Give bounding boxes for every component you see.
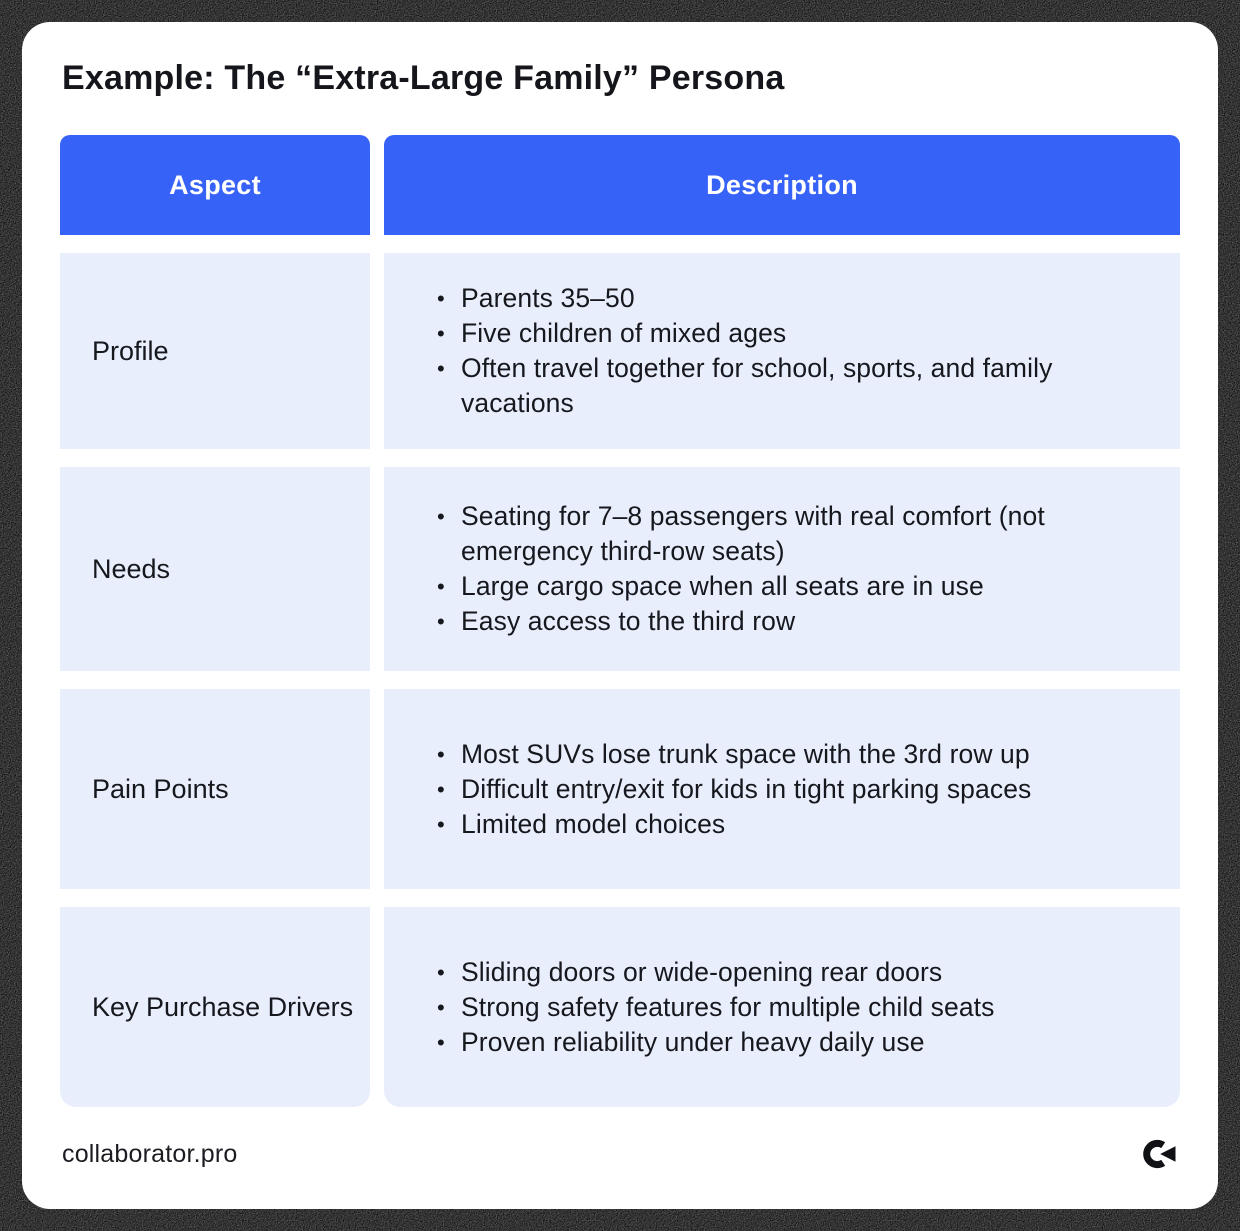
- bullet-item: • Seating for 7–8 passengers with real c…: [437, 499, 1138, 569]
- bullet-dot-icon: •: [437, 504, 445, 529]
- bullet-text: Parents 35–50: [461, 283, 635, 313]
- bullet-dot-icon: •: [437, 959, 445, 985]
- description-cell-needs: • Seating for 7–8 passengers with real c…: [384, 467, 1180, 671]
- description-cell-profile: • Parents 35–50 • Five children of mixed…: [384, 253, 1180, 449]
- bullet-dot-icon: •: [437, 286, 445, 311]
- content-card: Example: The “Extra-Large Family” Person…: [22, 22, 1218, 1209]
- bullet-item: • Strong safety features for multiple ch…: [437, 990, 1138, 1025]
- bullet-dot-icon: •: [437, 356, 445, 381]
- bullet-text: Often travel together for school, sports…: [461, 353, 1053, 418]
- bullet-text: Difficult entry/exit for kids in tight p…: [461, 773, 1032, 804]
- site-name: collaborator.pro: [62, 1139, 238, 1168]
- bullet-dot-icon: •: [437, 574, 445, 599]
- aspect-cell-pain-points: Pain Points: [60, 689, 370, 889]
- aspect-cell-key-purchase-drivers: Key Purchase Drivers: [60, 907, 370, 1107]
- bullet-item: • Large cargo space when all seats are i…: [437, 569, 1138, 604]
- aspect-cell-needs: Needs: [60, 467, 370, 671]
- bullet-dot-icon: •: [437, 1029, 445, 1055]
- persona-table: Aspect Description Profile • Parents 35–…: [60, 135, 1180, 1107]
- bullet-item: • Difficult entry/exit for kids in tight…: [437, 772, 1138, 807]
- bullet-text: Seating for 7–8 passengers with real com…: [461, 501, 1045, 566]
- page-title: Example: The “Extra-Large Family” Person…: [62, 59, 785, 97]
- footer: collaborator.pro: [60, 1136, 1180, 1172]
- bullet-item: • Proven reliability under heavy daily u…: [437, 1025, 1138, 1060]
- bullet-dot-icon: •: [437, 609, 445, 634]
- bullet-text: Five children of mixed ages: [461, 318, 787, 348]
- bullet-text: Strong safety features for multiple chil…: [461, 991, 995, 1022]
- bullet-dot-icon: •: [437, 811, 445, 837]
- bullet-dot-icon: •: [437, 994, 445, 1020]
- column-header-aspect: Aspect: [60, 135, 370, 235]
- bullet-text: Sliding doors or wide-opening rear doors: [461, 956, 943, 987]
- bullet-text: Large cargo space when all seats are in …: [461, 571, 984, 601]
- description-cell-pain-points: • Most SUVs lose trunk space with the 3r…: [384, 689, 1180, 889]
- column-header-description: Description: [384, 135, 1180, 235]
- bullet-dot-icon: •: [437, 776, 445, 802]
- collaborator-logo-icon: [1143, 1139, 1176, 1169]
- bullet-text: Easy access to the third row: [461, 606, 796, 636]
- bullet-text: Limited model choices: [461, 808, 726, 839]
- description-cell-key-purchase-drivers: • Sliding doors or wide-opening rear doo…: [384, 907, 1180, 1107]
- bullet-item: • Easy access to the third row: [437, 604, 1138, 639]
- bullet-text: Proven reliability under heavy daily use: [461, 1026, 925, 1057]
- bullet-item: • Often travel together for school, spor…: [437, 351, 1138, 421]
- bullet-item: • Most SUVs lose trunk space with the 3r…: [437, 737, 1138, 772]
- bullet-dot-icon: •: [437, 321, 445, 346]
- bullet-item: • Limited model choices: [437, 807, 1138, 842]
- bullet-dot-icon: •: [437, 741, 445, 767]
- bullet-item: • Five children of mixed ages: [437, 316, 1138, 351]
- bullet-item: • Parents 35–50: [437, 281, 1138, 316]
- bullet-item: • Sliding doors or wide-opening rear doo…: [437, 955, 1138, 990]
- aspect-cell-profile: Profile: [60, 253, 370, 449]
- bullet-text: Most SUVs lose trunk space with the 3rd …: [461, 738, 1030, 769]
